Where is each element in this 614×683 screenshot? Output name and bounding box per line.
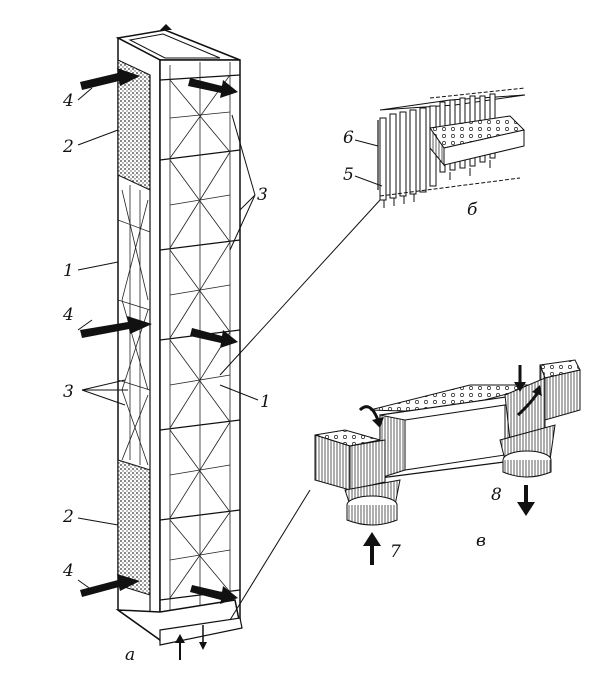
detail-v-manifold bbox=[314, 359, 581, 565]
outflow-arrow-middle bbox=[190, 328, 238, 348]
outflow-arrow-top bbox=[188, 78, 238, 98]
outflow-arrow-bottom bbox=[190, 585, 238, 604]
label-1-left: 1 bbox=[63, 261, 74, 281]
label-4-middle: 4 bbox=[62, 305, 74, 325]
label-6: 6 bbox=[343, 128, 354, 148]
inflow-arrow-top bbox=[80, 68, 140, 90]
detail-b-tube-bundle bbox=[377, 87, 526, 208]
label-3-right: 3 bbox=[257, 185, 268, 205]
label-4-bottom: 4 bbox=[62, 561, 74, 581]
label-b: б bbox=[467, 200, 478, 220]
label-2-bottom: 2 bbox=[62, 507, 74, 527]
label-4-top: 4 bbox=[62, 91, 74, 111]
label-7: 7 bbox=[390, 542, 401, 562]
label-v: в bbox=[476, 531, 486, 551]
column-arrows bbox=[80, 24, 238, 660]
label-2-top: 2 bbox=[62, 137, 74, 157]
label-8: 8 bbox=[491, 485, 502, 505]
inflow-arrow-middle bbox=[80, 316, 152, 338]
leader-lines bbox=[77, 87, 383, 621]
packing-zone-bottom bbox=[117, 459, 151, 596]
label-1-right: 1 bbox=[260, 392, 271, 412]
column-structure bbox=[115, 29, 243, 646]
labels: 4 2 1 4 3 2 4 3 1 6 5 б 7 8 в а bbox=[62, 91, 502, 665]
label-a: а bbox=[125, 645, 135, 665]
label-3-left: 3 bbox=[63, 382, 74, 402]
label-5: 5 bbox=[343, 165, 354, 185]
inflow-arrow-bottom bbox=[80, 574, 140, 597]
